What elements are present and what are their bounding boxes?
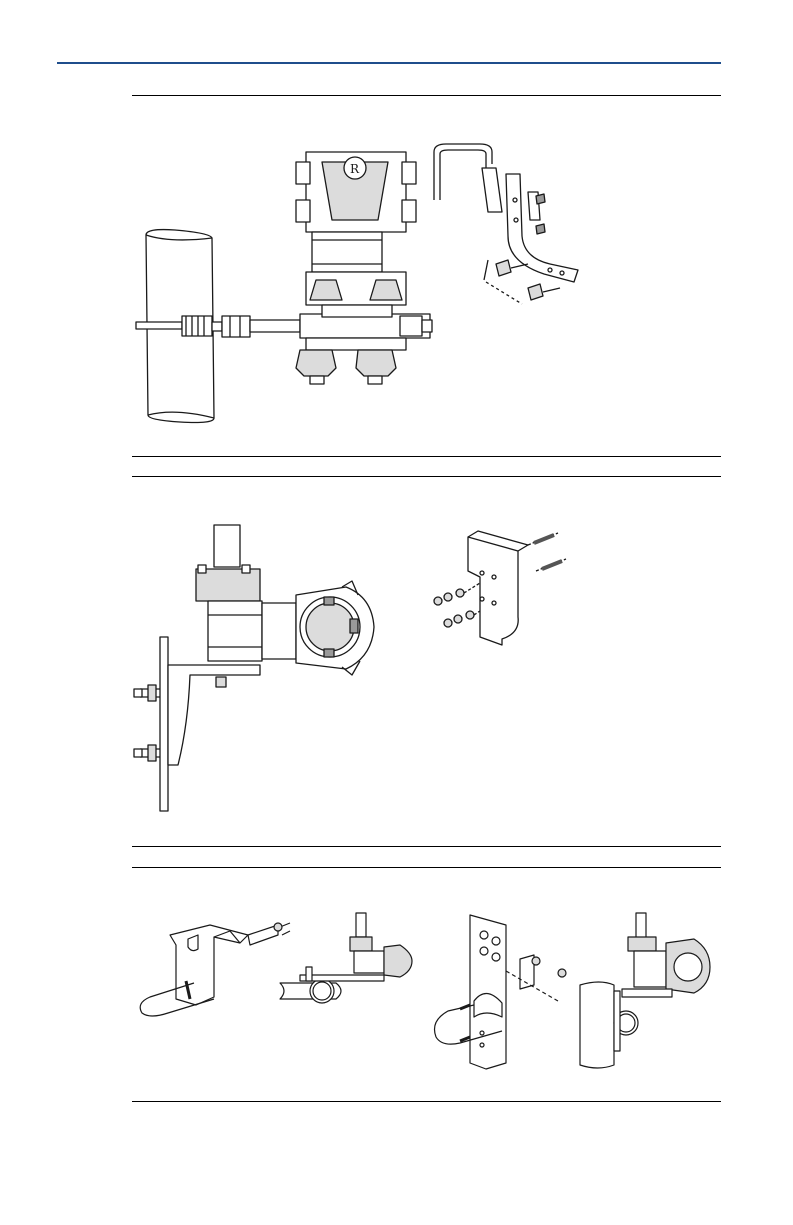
figure-pipe-mount-coplanar — [130, 905, 730, 1080]
section-2-top-rule — [132, 476, 721, 477]
section-3-top-rule — [132, 867, 721, 868]
section-3-bottom-rule — [132, 1101, 721, 1102]
bolt-icon — [528, 533, 566, 571]
u-bolt-icon — [434, 144, 540, 220]
figure-panel-mount — [130, 515, 600, 815]
section-1-top-rule — [132, 95, 721, 96]
bracket-icon — [470, 915, 566, 1069]
transmitter-icon — [196, 525, 374, 675]
nut-icon — [434, 583, 480, 627]
transmitter-icon: R — [296, 152, 416, 384]
pipe-icon — [280, 979, 341, 1003]
bracket-icon — [168, 665, 260, 765]
bracket-icon — [468, 531, 528, 645]
panel-icon — [134, 637, 168, 811]
section-2-bottom-rule — [132, 846, 721, 847]
transmitter-icon — [622, 913, 710, 997]
emblem-text: R — [350, 162, 360, 176]
figure-pipe-mount-inline: R — [130, 140, 600, 430]
transmitter-icon — [300, 913, 412, 981]
header-rule — [57, 62, 721, 64]
section-1-bottom-rule — [132, 456, 721, 457]
